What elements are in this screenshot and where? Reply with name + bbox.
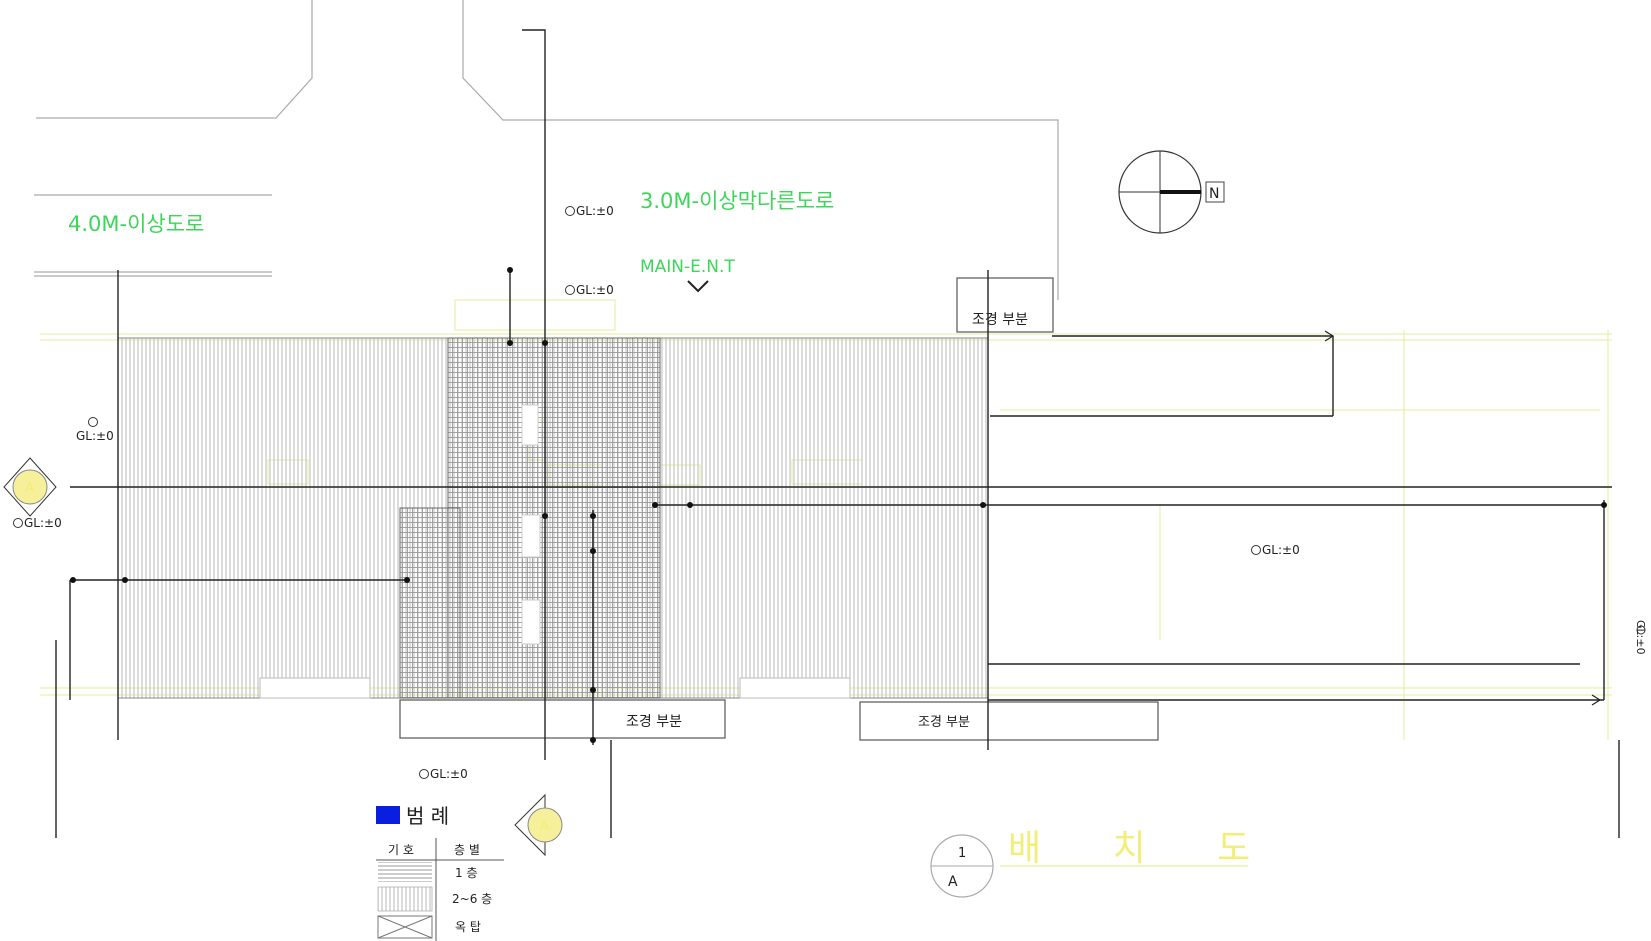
north-arrow-letter: N <box>1209 186 1219 202</box>
node-dots <box>70 267 1607 743</box>
north-road-label: 3.0M-이상막다른도로 <box>640 189 834 213</box>
legend-row-2-6f: 2~6 층 <box>452 892 492 906</box>
section-mark-south-letter: A <box>540 819 549 834</box>
legend-row-rooftop: 옥 탑 <box>455 920 481 934</box>
gl-marker-1: GL:±0 <box>565 204 614 218</box>
landscape-label-ne: 조경 부분 <box>972 312 1028 328</box>
legend: 범 례 기 호 층 별 1 층 2~6 층 옥 탑 <box>376 804 504 941</box>
entrance-arrow-icon <box>687 280 709 293</box>
legend-symbol-1f <box>378 862 432 882</box>
landscape-label-se: 조경 부분 <box>918 715 970 730</box>
gl-marker-5: GL:±0 <box>1251 543 1300 557</box>
legend-header-symbol: 기 호 <box>388 843 414 857</box>
legend-header-floor: 층 별 <box>454 843 480 857</box>
gl-marker-5-label: GL:±0 <box>1262 543 1300 557</box>
level-marker-icon <box>565 206 575 216</box>
level-marker-icon <box>419 769 429 779</box>
legend-symbol-2-6f <box>377 886 433 912</box>
west-road-label: 4.0M-이상도로 <box>68 212 204 236</box>
level-marker-icon <box>1636 625 1646 635</box>
gl-marker-2-label: GL:±0 <box>576 283 614 297</box>
legend-row-1f: 1 층 <box>455 866 478 880</box>
gl-marker-2: GL:±0 <box>565 283 614 297</box>
level-marker-icon <box>88 417 98 427</box>
sheet-letter: A <box>948 874 958 890</box>
north-arrow-icon <box>1118 150 1225 234</box>
gl-marker-3: GL:±0 <box>76 417 114 443</box>
drawing-title: 배 치 도 <box>1008 828 1280 869</box>
gl-marker-3-label: GL:±0 <box>76 429 114 443</box>
gl-marker-7-label: GL:±0 <box>1634 620 1647 655</box>
legend-swatch <box>376 806 400 824</box>
section-mark-south: A <box>514 793 563 857</box>
section-mark-west: A <box>3 457 57 517</box>
gl-marker-7: GL:±0 <box>1634 620 1647 655</box>
gl-marker-1-label: GL:±0 <box>576 204 614 218</box>
dimension-arrows <box>1324 330 1602 706</box>
main-entrance-label: MAIN-E.N.T <box>640 257 735 277</box>
legend-symbol-rooftop <box>377 915 433 939</box>
road-boundaries <box>34 0 1059 300</box>
gl-marker-6-label: GL:±0 <box>430 767 468 781</box>
legend-title: 범 례 <box>406 804 449 828</box>
level-marker-icon <box>565 285 575 295</box>
level-marker-icon <box>13 518 23 528</box>
gl-marker-6: GL:±0 <box>419 767 468 781</box>
drawing-title-block: 1 A 배 치 도 <box>930 828 1280 898</box>
landscape-label-south: 조경 부분 <box>626 714 682 730</box>
gl-marker-4: GL:±0 <box>13 516 62 530</box>
landscape-areas <box>399 277 1159 741</box>
sheet-number: 1 <box>958 846 966 861</box>
gl-marker-4-label: GL:±0 <box>24 516 62 530</box>
structure-lines <box>55 29 1620 838</box>
section-mark-west-letter: A <box>25 481 34 496</box>
building-footprint <box>117 337 989 699</box>
level-marker-icon <box>1251 545 1261 555</box>
